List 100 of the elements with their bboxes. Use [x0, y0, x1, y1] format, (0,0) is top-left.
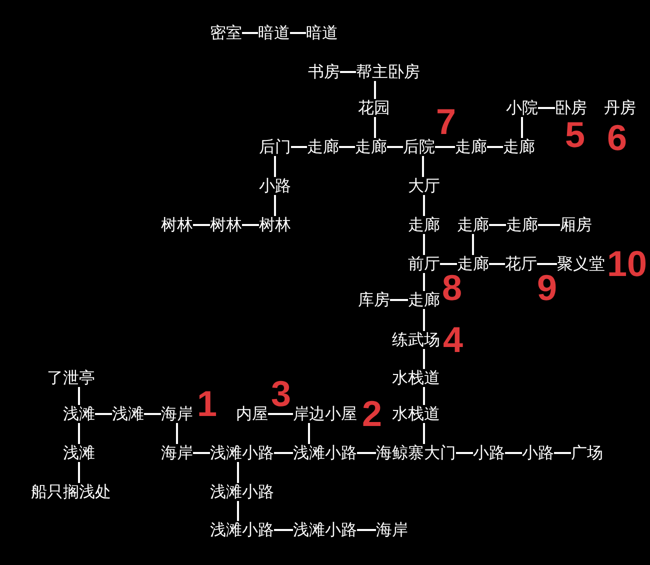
connector-line — [505, 452, 522, 454]
connector-line — [78, 423, 80, 444]
room-label: 海岸 — [376, 521, 408, 539]
room-label: 前厅 — [408, 255, 440, 273]
connector-line — [374, 81, 376, 99]
room-label: 船只搁浅处 — [31, 483, 111, 501]
room-label: 书房 — [308, 63, 340, 81]
room-label: 走廊 — [457, 216, 489, 234]
callout-number: 10 — [607, 250, 648, 278]
room-label: 大厅 — [408, 177, 440, 195]
room-label: 海鲸寨大门 — [376, 444, 456, 462]
callout-number: 3 — [271, 380, 292, 408]
connector-line — [176, 423, 178, 444]
connector-line — [95, 413, 112, 415]
connector-line — [537, 263, 557, 265]
room-label: 海岸 — [161, 444, 193, 462]
room-label: 海岸 — [161, 405, 193, 423]
room-label: 水栈道 — [392, 405, 440, 423]
room-label: 走廊 — [408, 291, 440, 309]
callout-number: 2 — [362, 400, 382, 428]
room-label: 岸边小屋 — [293, 405, 357, 423]
room-label: 树林 — [161, 216, 193, 234]
connector-line — [374, 117, 376, 138]
connector-line — [78, 387, 80, 405]
room-label: 花园 — [358, 99, 390, 117]
connector-line — [422, 156, 424, 177]
connector-line — [423, 195, 425, 216]
callout-number: 6 — [607, 124, 628, 152]
connector-line — [538, 224, 560, 226]
room-label: 走廊 — [506, 216, 538, 234]
connector-line — [291, 146, 307, 148]
room-label: 内屋 — [236, 405, 268, 423]
connector-line — [193, 224, 210, 226]
room-label: 小院 — [506, 99, 538, 117]
room-label: 练武场 — [392, 331, 440, 349]
room-label: 浅滩小路 — [293, 444, 357, 462]
connector-line — [274, 452, 293, 454]
connector-line — [554, 452, 571, 454]
room-label: 小路 — [259, 177, 291, 195]
callout-number: 9 — [537, 274, 558, 302]
connector-line — [487, 146, 503, 148]
connector-line — [435, 146, 455, 148]
room-label: 花厅 — [505, 255, 537, 273]
room-label: 厢房 — [560, 216, 592, 234]
room-label: 走廊 — [455, 138, 487, 156]
room-label: 浅滩小路 — [210, 444, 274, 462]
room-label: 浅滩 — [63, 444, 95, 462]
room-label: 聚义堂 — [557, 255, 605, 273]
room-label: 浅滩小路 — [210, 521, 274, 539]
connector-line — [423, 387, 425, 405]
room-label: 后院 — [403, 138, 435, 156]
room-label: 丹房 — [604, 99, 636, 117]
room-label: 走廊 — [355, 138, 387, 156]
connector-line — [390, 299, 408, 301]
room-label: 浅滩 — [112, 405, 144, 423]
room-label: 了泄亭 — [47, 369, 95, 387]
connector-line — [456, 452, 473, 454]
connector-line — [423, 273, 425, 291]
room-label: 小路 — [522, 444, 554, 462]
room-label: 后门 — [259, 138, 291, 156]
callout-number: 1 — [197, 390, 218, 418]
connector-line — [423, 423, 425, 444]
room-label: 浅滩小路 — [293, 521, 357, 539]
connector-line — [274, 529, 293, 531]
connector-line — [472, 234, 474, 255]
connector-line — [489, 224, 506, 226]
room-label: 密室 — [210, 24, 242, 42]
room-label: 暗道 — [258, 24, 290, 42]
connector-line — [489, 263, 505, 265]
connector-line — [268, 413, 293, 415]
room-label: 走廊 — [457, 255, 489, 273]
room-label: 小路 — [473, 444, 505, 462]
connector-line — [144, 413, 161, 415]
callout-number: 4 — [443, 326, 464, 354]
connector-line — [274, 156, 276, 177]
callout-number: 7 — [436, 108, 456, 136]
connector-line — [242, 32, 258, 34]
connector-line — [274, 195, 276, 216]
room-label: 树林 — [210, 216, 242, 234]
room-label: 浅滩 — [63, 405, 95, 423]
connector-line — [440, 263, 457, 265]
room-label: 广场 — [571, 444, 603, 462]
connector-line — [423, 234, 425, 255]
connector-line — [237, 501, 239, 521]
connector-line — [423, 349, 425, 369]
connector-line — [237, 462, 239, 483]
connector-line — [340, 71, 356, 73]
connector-line — [387, 146, 403, 148]
connector-line — [308, 423, 310, 444]
connector-line — [193, 452, 210, 454]
connector-line — [357, 529, 376, 531]
room-label: 水栈道 — [392, 369, 440, 387]
room-label: 帮主卧房 — [356, 63, 420, 81]
room-label: 库房 — [358, 291, 390, 309]
connector-line — [538, 107, 555, 109]
room-label: 暗道 — [306, 24, 338, 42]
room-label: 走廊 — [503, 138, 535, 156]
room-label: 卧房 — [555, 99, 587, 117]
connector-line — [423, 309, 425, 331]
connector-line — [242, 224, 259, 226]
